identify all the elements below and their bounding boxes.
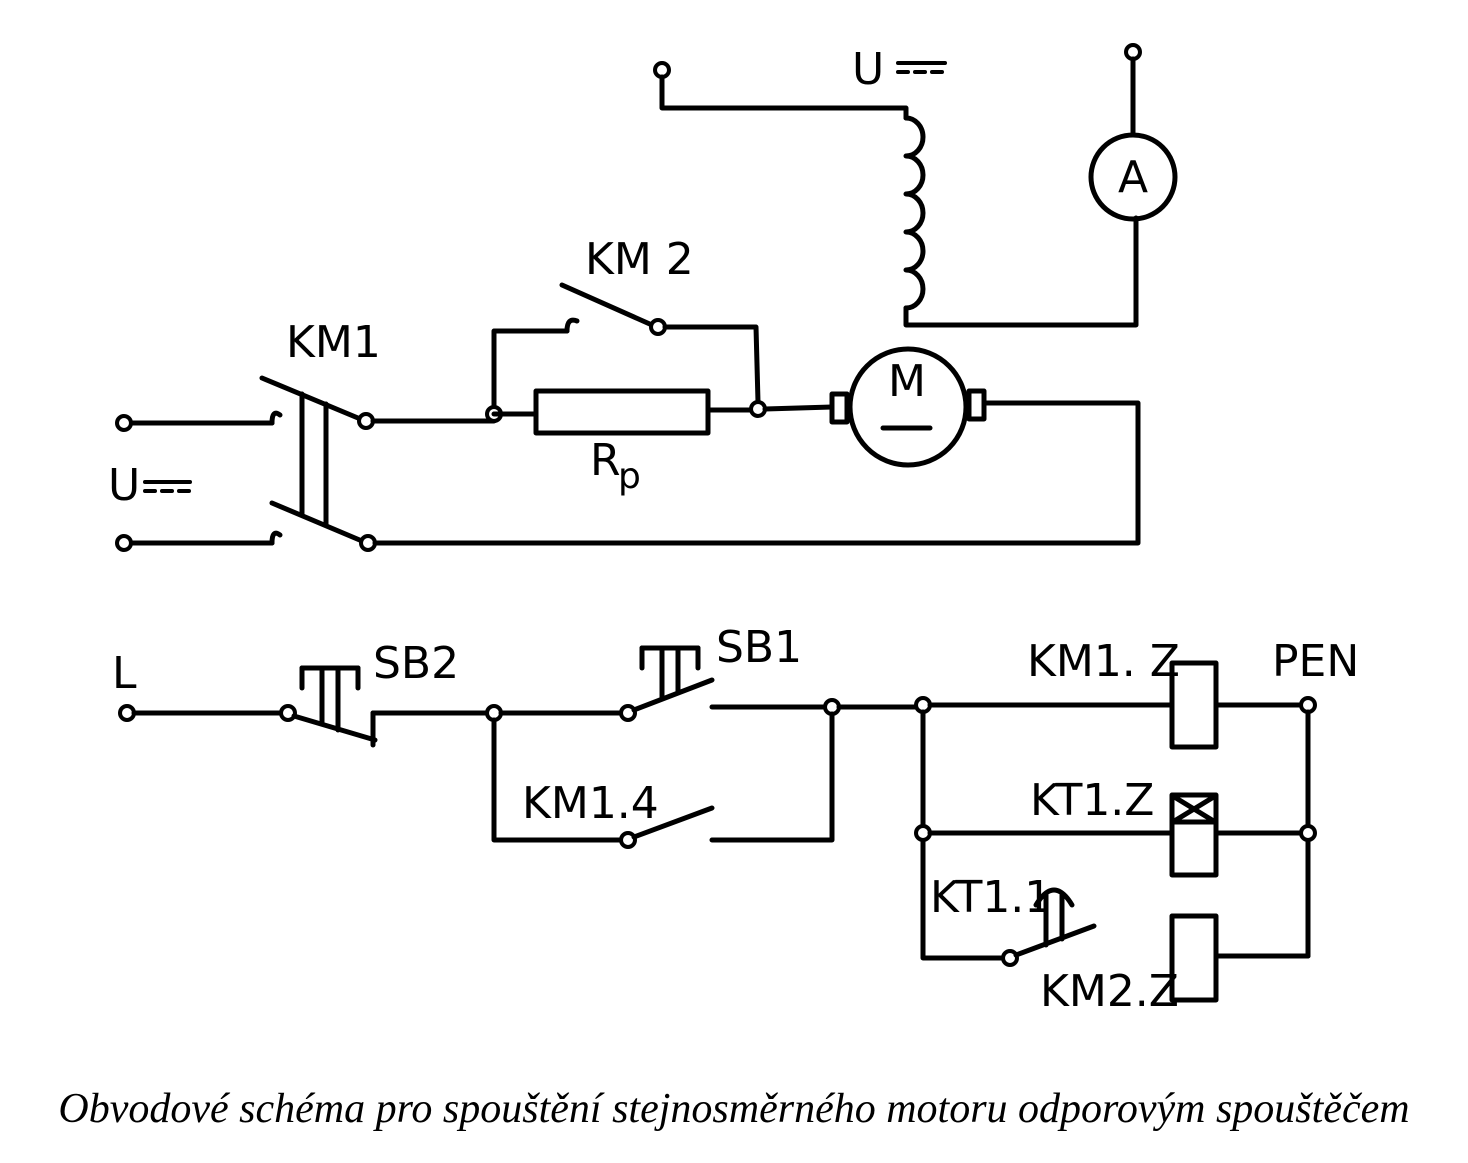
figure-caption: Obvodové schéma pro spouštění stejnosměr… [58, 1086, 1410, 1132]
supply-terminals [115, 410, 283, 552]
svg-text:PEN: PEN [1272, 636, 1359, 687]
line-terminal: L [112, 648, 286, 722]
sb2-stop-button: SB2 [279, 638, 497, 748]
svg-text:U: U [108, 460, 140, 511]
km1-coil: KM1. Z [927, 636, 1305, 750]
svg-text:U: U [852, 44, 884, 95]
svg-text:KM1. Z: KM1. Z [1027, 636, 1180, 687]
svg-text:KT1.Z: KT1.Z [1030, 775, 1154, 826]
svg-text:p: p [618, 456, 641, 497]
starting-resistor: R p [485, 388, 767, 497]
pen-bus: PEN [1272, 636, 1359, 959]
svg-text:KM1.4: KM1.4 [522, 778, 659, 829]
kt1-timer-coil: KT1.Z [927, 775, 1305, 878]
svg-text:L: L [112, 648, 137, 699]
svg-text:M: M [888, 356, 926, 407]
dc-supply-label: U [108, 460, 192, 511]
svg-text:A: A [1118, 152, 1148, 203]
svg-text:SB1: SB1 [716, 622, 802, 673]
sb1-start-button: SB1 [485, 622, 841, 722]
ammeter: A [1088, 43, 1178, 222]
control-circuit: L SB2 SB1 [112, 622, 1359, 1017]
km1-contactor: KM1 [259, 317, 381, 552]
svg-text:KM 2: KM 2 [585, 234, 694, 285]
dc-motor: M [372, 346, 1141, 546]
svg-text:KT1.1: KT1.1 [930, 872, 1052, 923]
km2-coil: KM2.Z [1040, 913, 1311, 1017]
kt1-1-timed-contact: KT1.1 [930, 872, 1097, 967]
excitation-winding: U [653, 44, 1139, 328]
km2-bypass-contact: KM 2 [491, 234, 761, 417]
svg-text:KM2.Z: KM2.Z [1040, 966, 1179, 1017]
svg-text:KM1: KM1 [286, 317, 381, 368]
km1-4-holding-contact: KM1.4 [491, 711, 835, 849]
svg-text:SB2: SB2 [373, 638, 459, 689]
power-circuit: U KM1 KM 2 [108, 43, 1178, 552]
field-supply-label: U [852, 44, 947, 95]
svg-text:R: R [590, 435, 621, 486]
